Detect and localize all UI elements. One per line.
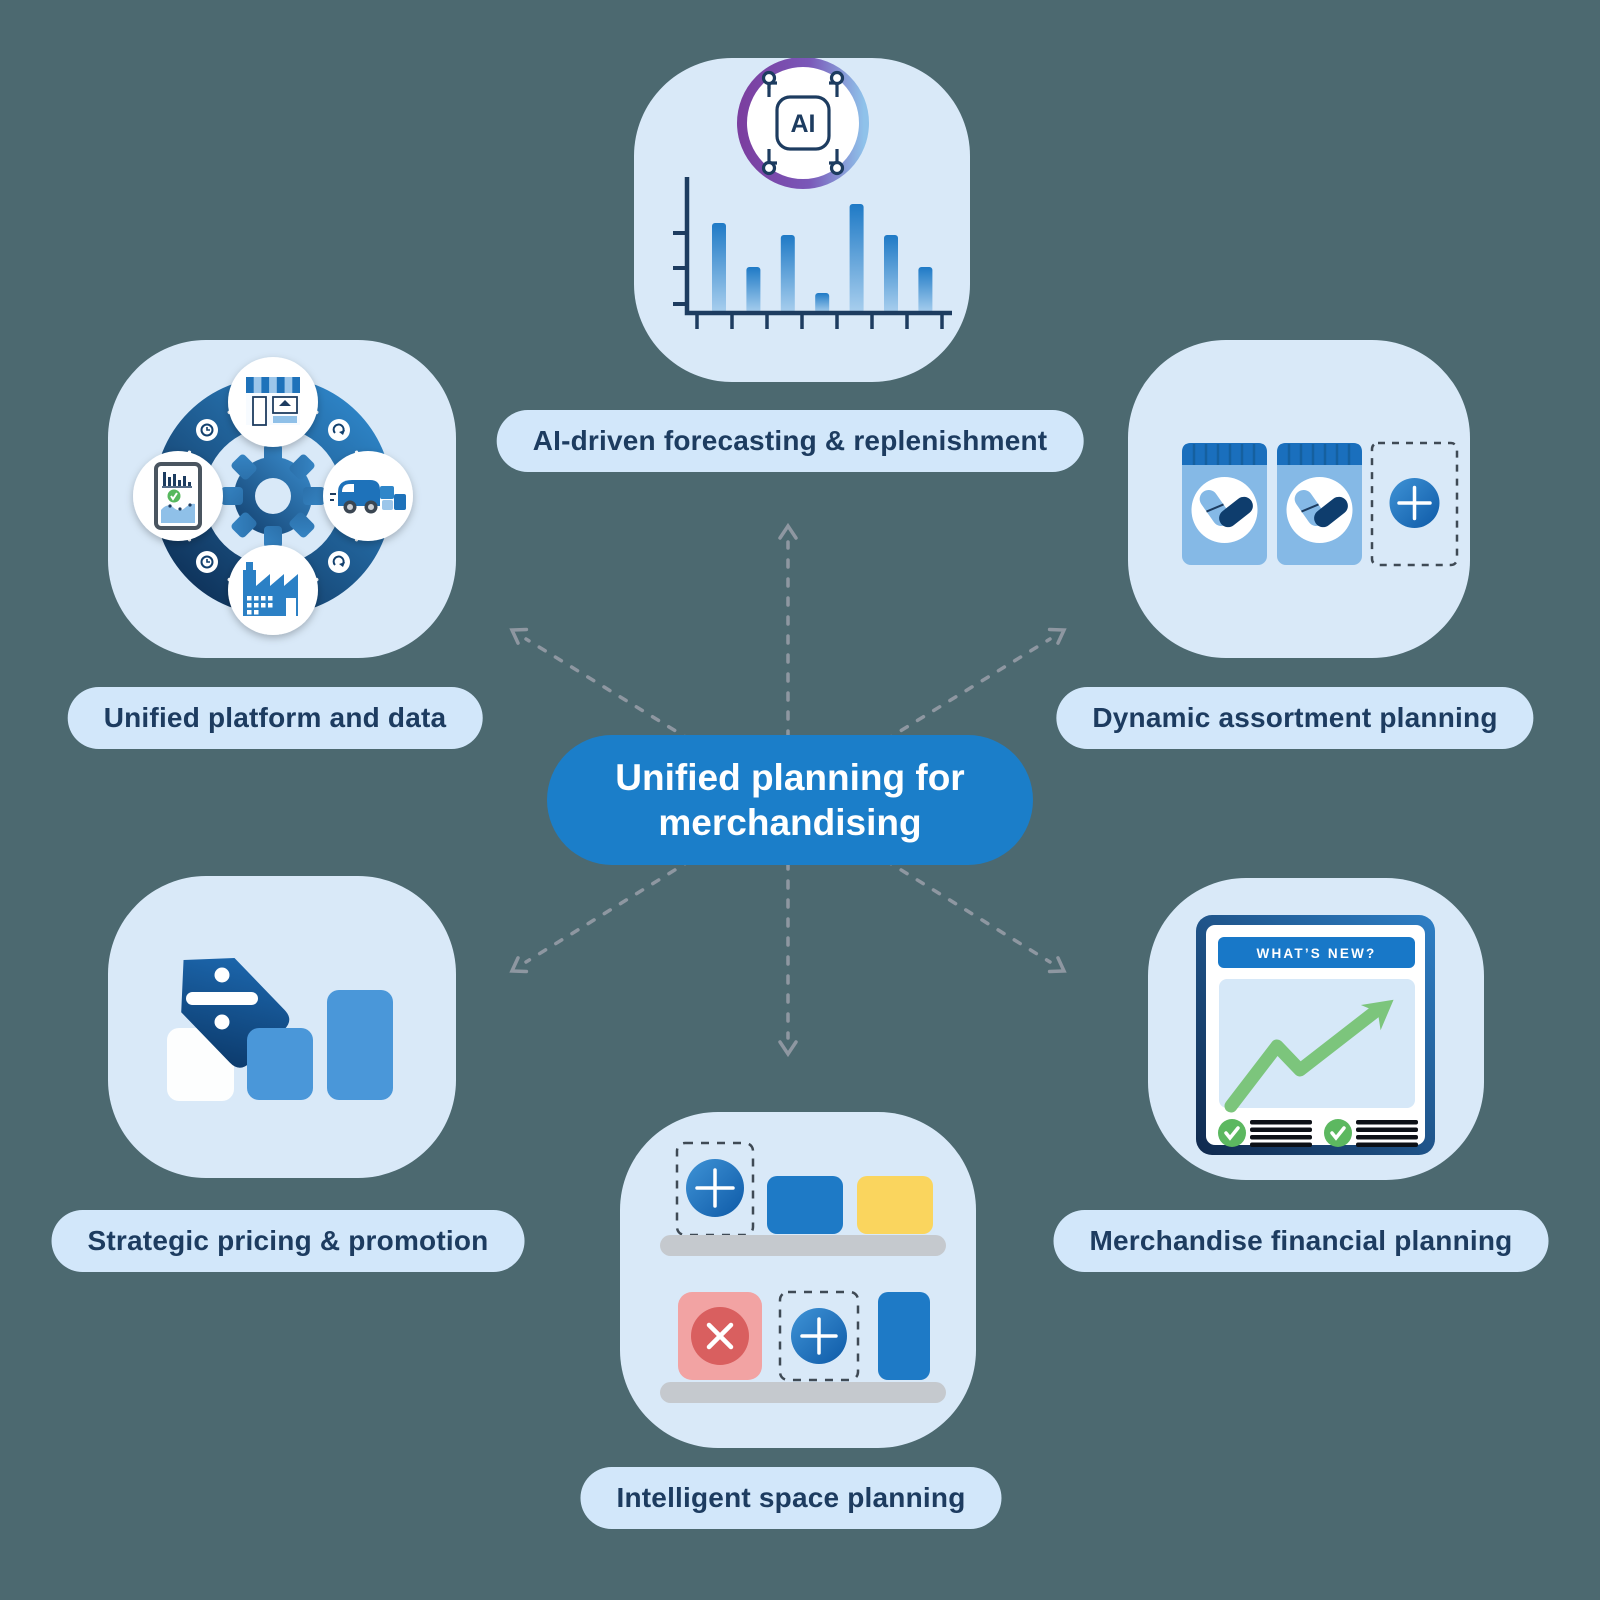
- shelf-bottom: [660, 1290, 946, 1403]
- center-node-label: Unified planning for merchandising: [615, 756, 965, 843]
- card-space: [620, 1112, 976, 1448]
- growth-arrow-icon: [1224, 999, 1394, 1113]
- tablet-analytics-icon: [154, 462, 202, 530]
- platform-illustration: [133, 357, 413, 635]
- label-pricing-text: Strategic pricing & promotion: [87, 1225, 489, 1256]
- refresh-arrow-icon: [328, 419, 350, 441]
- divide-symbol: [186, 967, 258, 1030]
- label-financial-text: Merchandise financial planning: [1089, 1225, 1513, 1256]
- ai-chip-label: AI: [791, 110, 816, 138]
- medicine-pack: [1277, 443, 1362, 565]
- pill-icon: [1314, 496, 1348, 528]
- forecast-bars: [712, 204, 933, 313]
- product-box-blue: [767, 1176, 843, 1234]
- whats-new-header: WHAT’S NEW?: [1257, 946, 1377, 961]
- factory-icon: [243, 562, 298, 616]
- arrow-heads: [509, 522, 1067, 1058]
- card-pricing: [108, 876, 456, 1178]
- label-assortment: Dynamic assortment planning: [1056, 687, 1534, 749]
- bar-medium: [247, 1028, 313, 1100]
- add-product-placeholder: [1370, 441, 1459, 567]
- center-node: Unified planning for merchandising: [547, 735, 1033, 865]
- label-space-text: Intelligent space planning: [616, 1482, 966, 1513]
- delivery-truck-icon: [330, 480, 406, 514]
- shelf-board: [660, 1235, 946, 1256]
- label-platform-text: Unified platform and data: [103, 702, 447, 733]
- refresh-arrow-icon: [328, 551, 350, 573]
- label-forecasting-text: AI-driven forecasting & replenishment: [532, 425, 1048, 456]
- medicine-pack: [1182, 443, 1267, 565]
- card-forecasting: AI: [634, 58, 970, 382]
- forecast-bar-chart: [673, 177, 952, 329]
- assortment-illustration: [1182, 441, 1459, 567]
- label-financial: Merchandise financial planning: [1053, 1210, 1549, 1272]
- label-pricing: Strategic pricing & promotion: [51, 1210, 525, 1272]
- label-forecasting: AI-driven forecasting & replenishment: [496, 410, 1084, 472]
- add-slot-placeholder: [675, 1141, 755, 1237]
- cycle-satellites: [133, 357, 413, 635]
- card-financial: WHAT’S NEW?: [1148, 878, 1484, 1180]
- shelf-board: [660, 1382, 946, 1403]
- remove-slot: [678, 1292, 762, 1380]
- ai-chip-icon: AI: [737, 58, 869, 189]
- add-slot-placeholder: [778, 1290, 860, 1382]
- clock-icon: [196, 419, 218, 441]
- label-platform: Unified platform and data: [67, 687, 483, 749]
- bar-tall: [327, 990, 393, 1100]
- forecasting-illustration: AI: [673, 58, 952, 329]
- label-space: Intelligent space planning: [580, 1467, 1002, 1529]
- label-assortment-text: Dynamic assortment planning: [1092, 702, 1498, 733]
- whats-new-banner: [1218, 937, 1415, 968]
- product-box-tall: [878, 1292, 930, 1380]
- whats-new-report: WHAT’S NEW?: [1196, 915, 1435, 1155]
- checklist-row: [1218, 1119, 1312, 1147]
- gear-icon: [221, 444, 325, 548]
- card-assortment: [1128, 340, 1470, 658]
- clock-icon: [196, 551, 218, 573]
- storefront-icon: [246, 377, 300, 426]
- financial-illustration: WHAT’S NEW?: [1196, 915, 1435, 1155]
- shelf-top: [660, 1141, 946, 1256]
- space-planning-illustration: [660, 1141, 946, 1403]
- product-box-yellow: [857, 1176, 933, 1234]
- pricing-illustration: [167, 958, 393, 1101]
- ring-accents: [196, 419, 350, 573]
- plus-icon: [1389, 478, 1440, 528]
- pill-icon: [1219, 496, 1253, 528]
- checklist-row: [1324, 1119, 1418, 1147]
- card-platform: [108, 340, 456, 658]
